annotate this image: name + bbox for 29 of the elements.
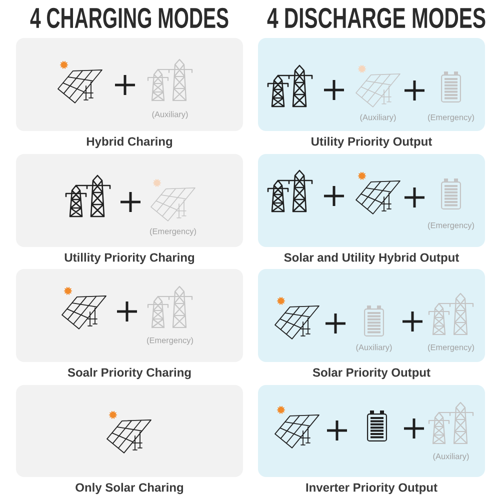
icon-caption: (Auxiliary) (152, 111, 188, 119)
icon-caption: (Emergency) (428, 222, 474, 230)
icon-caption: (Auxiliary) (433, 453, 469, 461)
card-caption: Solar and Utility Hybrid Output (284, 252, 460, 264)
solar-panel-icon (58, 60, 102, 104)
icon-caption: (Emergency) (150, 228, 196, 236)
card-caption: Inverter Priority Output (306, 482, 438, 494)
icon-caption: (Emergency) (428, 114, 474, 122)
transmission-tower-icon (267, 170, 313, 212)
transmission-tower-icon (65, 174, 111, 218)
card-caption: Utillity Priority Charing (64, 252, 194, 264)
battery-icon (367, 408, 387, 442)
icon-caption: (Auxiliary) (356, 344, 392, 352)
icon-caption: (Emergency) (147, 337, 193, 345)
solar-panel-icon (274, 296, 320, 340)
solar-panel-icon (62, 286, 106, 330)
solar-panel-icon (274, 406, 320, 448)
column-heading: 4 DISCHARGE MODES (267, 8, 486, 28)
column-heading: 4 CHARGING MODES (30, 8, 228, 28)
card-caption: Utility Priority Output (312, 136, 432, 148)
card-caption: Hybrid Charing (86, 136, 172, 148)
card-caption: Solar Priority Output (312, 368, 430, 380)
icon-caption: (Emergency) (428, 344, 474, 352)
card-caption: Soalr Priority Charing (68, 368, 191, 380)
icon-caption: (Auxiliary) (360, 114, 396, 122)
card-caption: Only Solar Charing (76, 482, 184, 494)
transmission-tower-icon (267, 64, 313, 108)
solar-panel-icon (356, 172, 400, 214)
solar-panel-icon (106, 410, 152, 454)
